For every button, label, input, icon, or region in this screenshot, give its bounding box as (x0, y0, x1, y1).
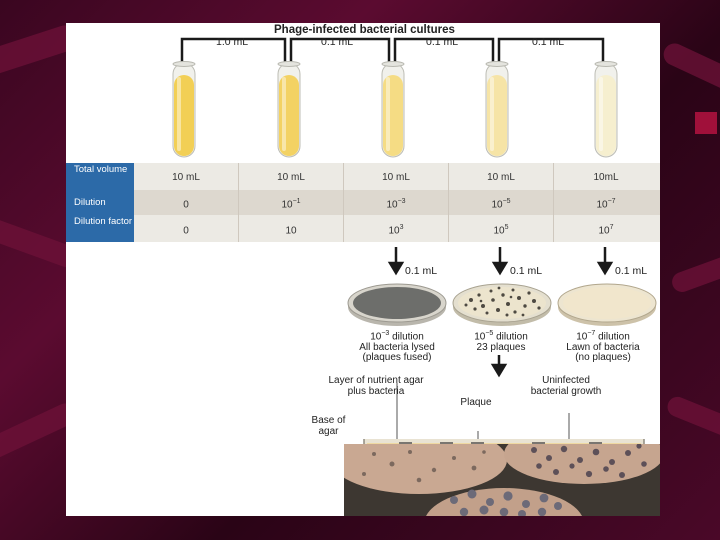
base-agar-label: Base of agar (301, 416, 356, 437)
culture-tube-2 (276, 61, 302, 161)
plate-cross-section (66, 353, 660, 453)
plating-volume-1: 0.1 mL (405, 265, 437, 277)
table-cell: 10mL (554, 172, 658, 183)
culture-tube-5 (593, 61, 619, 161)
table-cell: 103 (344, 224, 448, 236)
transfer-label-2: 0.1 mL (321, 36, 353, 48)
petri-dish-plaques (451, 282, 553, 328)
transfer-label-4: 0.1 mL (532, 36, 564, 48)
petri-dish-lawn (556, 282, 658, 328)
row-label-dilution-factor: Dilution factor (66, 215, 134, 242)
uninfected-growth-label: Uninfected bacterial growth (506, 376, 626, 397)
table-cell: 10 mL (239, 172, 343, 183)
table-cell: 10 (239, 224, 343, 236)
table-cell: 10 mL (344, 172, 448, 183)
plaque-label: Plaque (451, 398, 501, 409)
plate-label-2: 10−5 dilution 23 plaques (440, 329, 562, 353)
dilution-table: Total volume Dilution Dilution factor 10… (66, 163, 660, 242)
table-cell: 0 (134, 198, 238, 210)
transfer-label-3: 0.1 mL (426, 36, 458, 48)
table-cell: 105 (449, 224, 553, 236)
row-label-dilution: Dilution (66, 190, 134, 215)
culture-tube-4 (484, 61, 510, 161)
table-cell: 0 (134, 224, 238, 236)
transfer-label-1: 1.0 mL (216, 36, 248, 48)
petri-dish-lysed (346, 282, 448, 328)
layer-agar-label: Layer of nutrient agar plus bacteria (306, 376, 446, 397)
plating-volume-3: 0.1 mL (615, 265, 647, 277)
row-label-total-volume: Total volume (66, 163, 134, 190)
table-cell: 10 mL (134, 172, 238, 183)
dilution-diagram: Phage-infected bacterial cultures 1.0 mL… (66, 23, 660, 516)
table-cell: 10−7 (554, 198, 658, 210)
plating-volume-2: 0.1 mL (510, 265, 542, 277)
table-cell: 10 mL (449, 172, 553, 183)
culture-tube-3 (380, 61, 406, 161)
slide-ornament (695, 112, 717, 134)
table-cell: 10−1 (239, 198, 343, 210)
table-cell: 10−3 (344, 198, 448, 210)
transfer-pipes (66, 23, 660, 83)
plaque-photo (344, 444, 660, 516)
table-cell: 107 (554, 224, 658, 236)
culture-tube-1 (171, 61, 197, 161)
table-cell: 10−5 (449, 198, 553, 210)
